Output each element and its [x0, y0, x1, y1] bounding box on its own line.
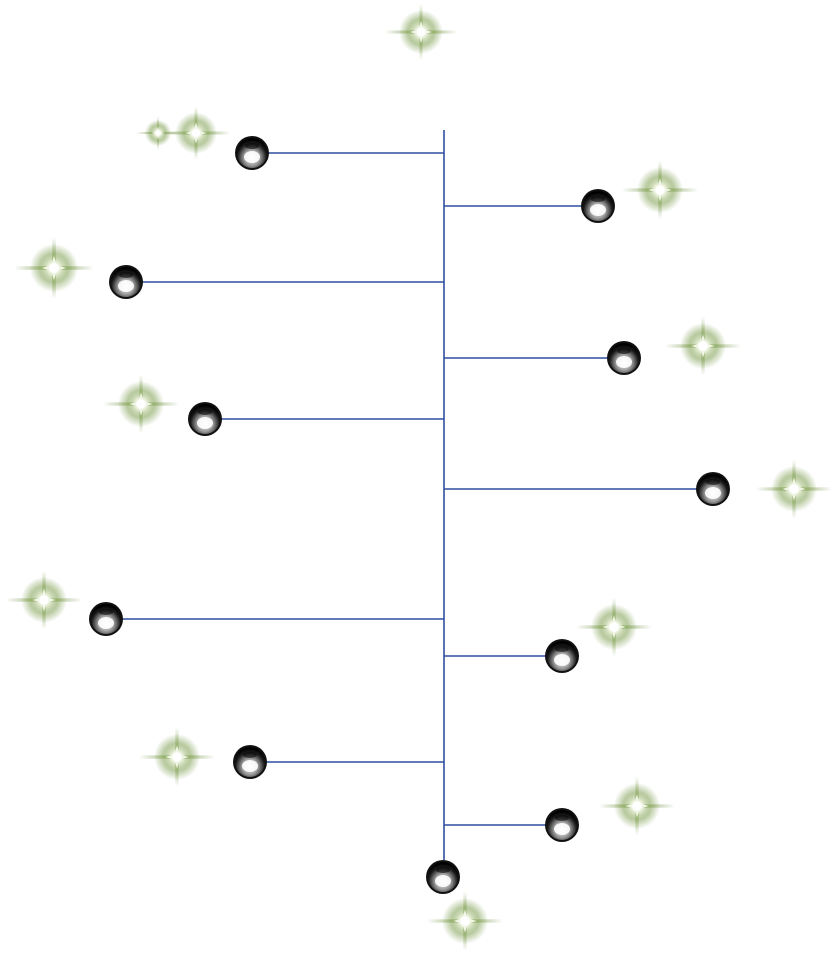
timeline-end-node [426, 860, 460, 894]
timeline-node [89, 602, 123, 636]
node-layer [89, 136, 730, 894]
sparkle-icon [6, 570, 82, 630]
timeline-node [233, 745, 267, 779]
timeline-node [545, 808, 579, 842]
timeline-node [109, 265, 143, 299]
sparkle-icon [103, 374, 179, 434]
connector-lines [106, 130, 713, 860]
timeline-node [235, 136, 269, 170]
sparkle-icon [427, 891, 503, 951]
timeline-node [581, 189, 615, 223]
sparkle-icon [622, 160, 698, 220]
sparkle-icon [139, 727, 215, 787]
sparkle-icon [665, 316, 741, 376]
timeline-node [545, 639, 579, 673]
sparkle-layer [6, 4, 832, 951]
sparkle-icon [136, 116, 180, 150]
sparkle-icon [161, 106, 231, 160]
sparkle-icon [385, 4, 457, 60]
sparkle-icon [599, 776, 675, 836]
sparkle-icon [756, 459, 832, 519]
timeline-node [696, 472, 730, 506]
sparkle-icon [576, 597, 652, 657]
sparkle-icon [14, 237, 94, 299]
timeline-node [188, 402, 222, 436]
timeline-node [607, 341, 641, 375]
